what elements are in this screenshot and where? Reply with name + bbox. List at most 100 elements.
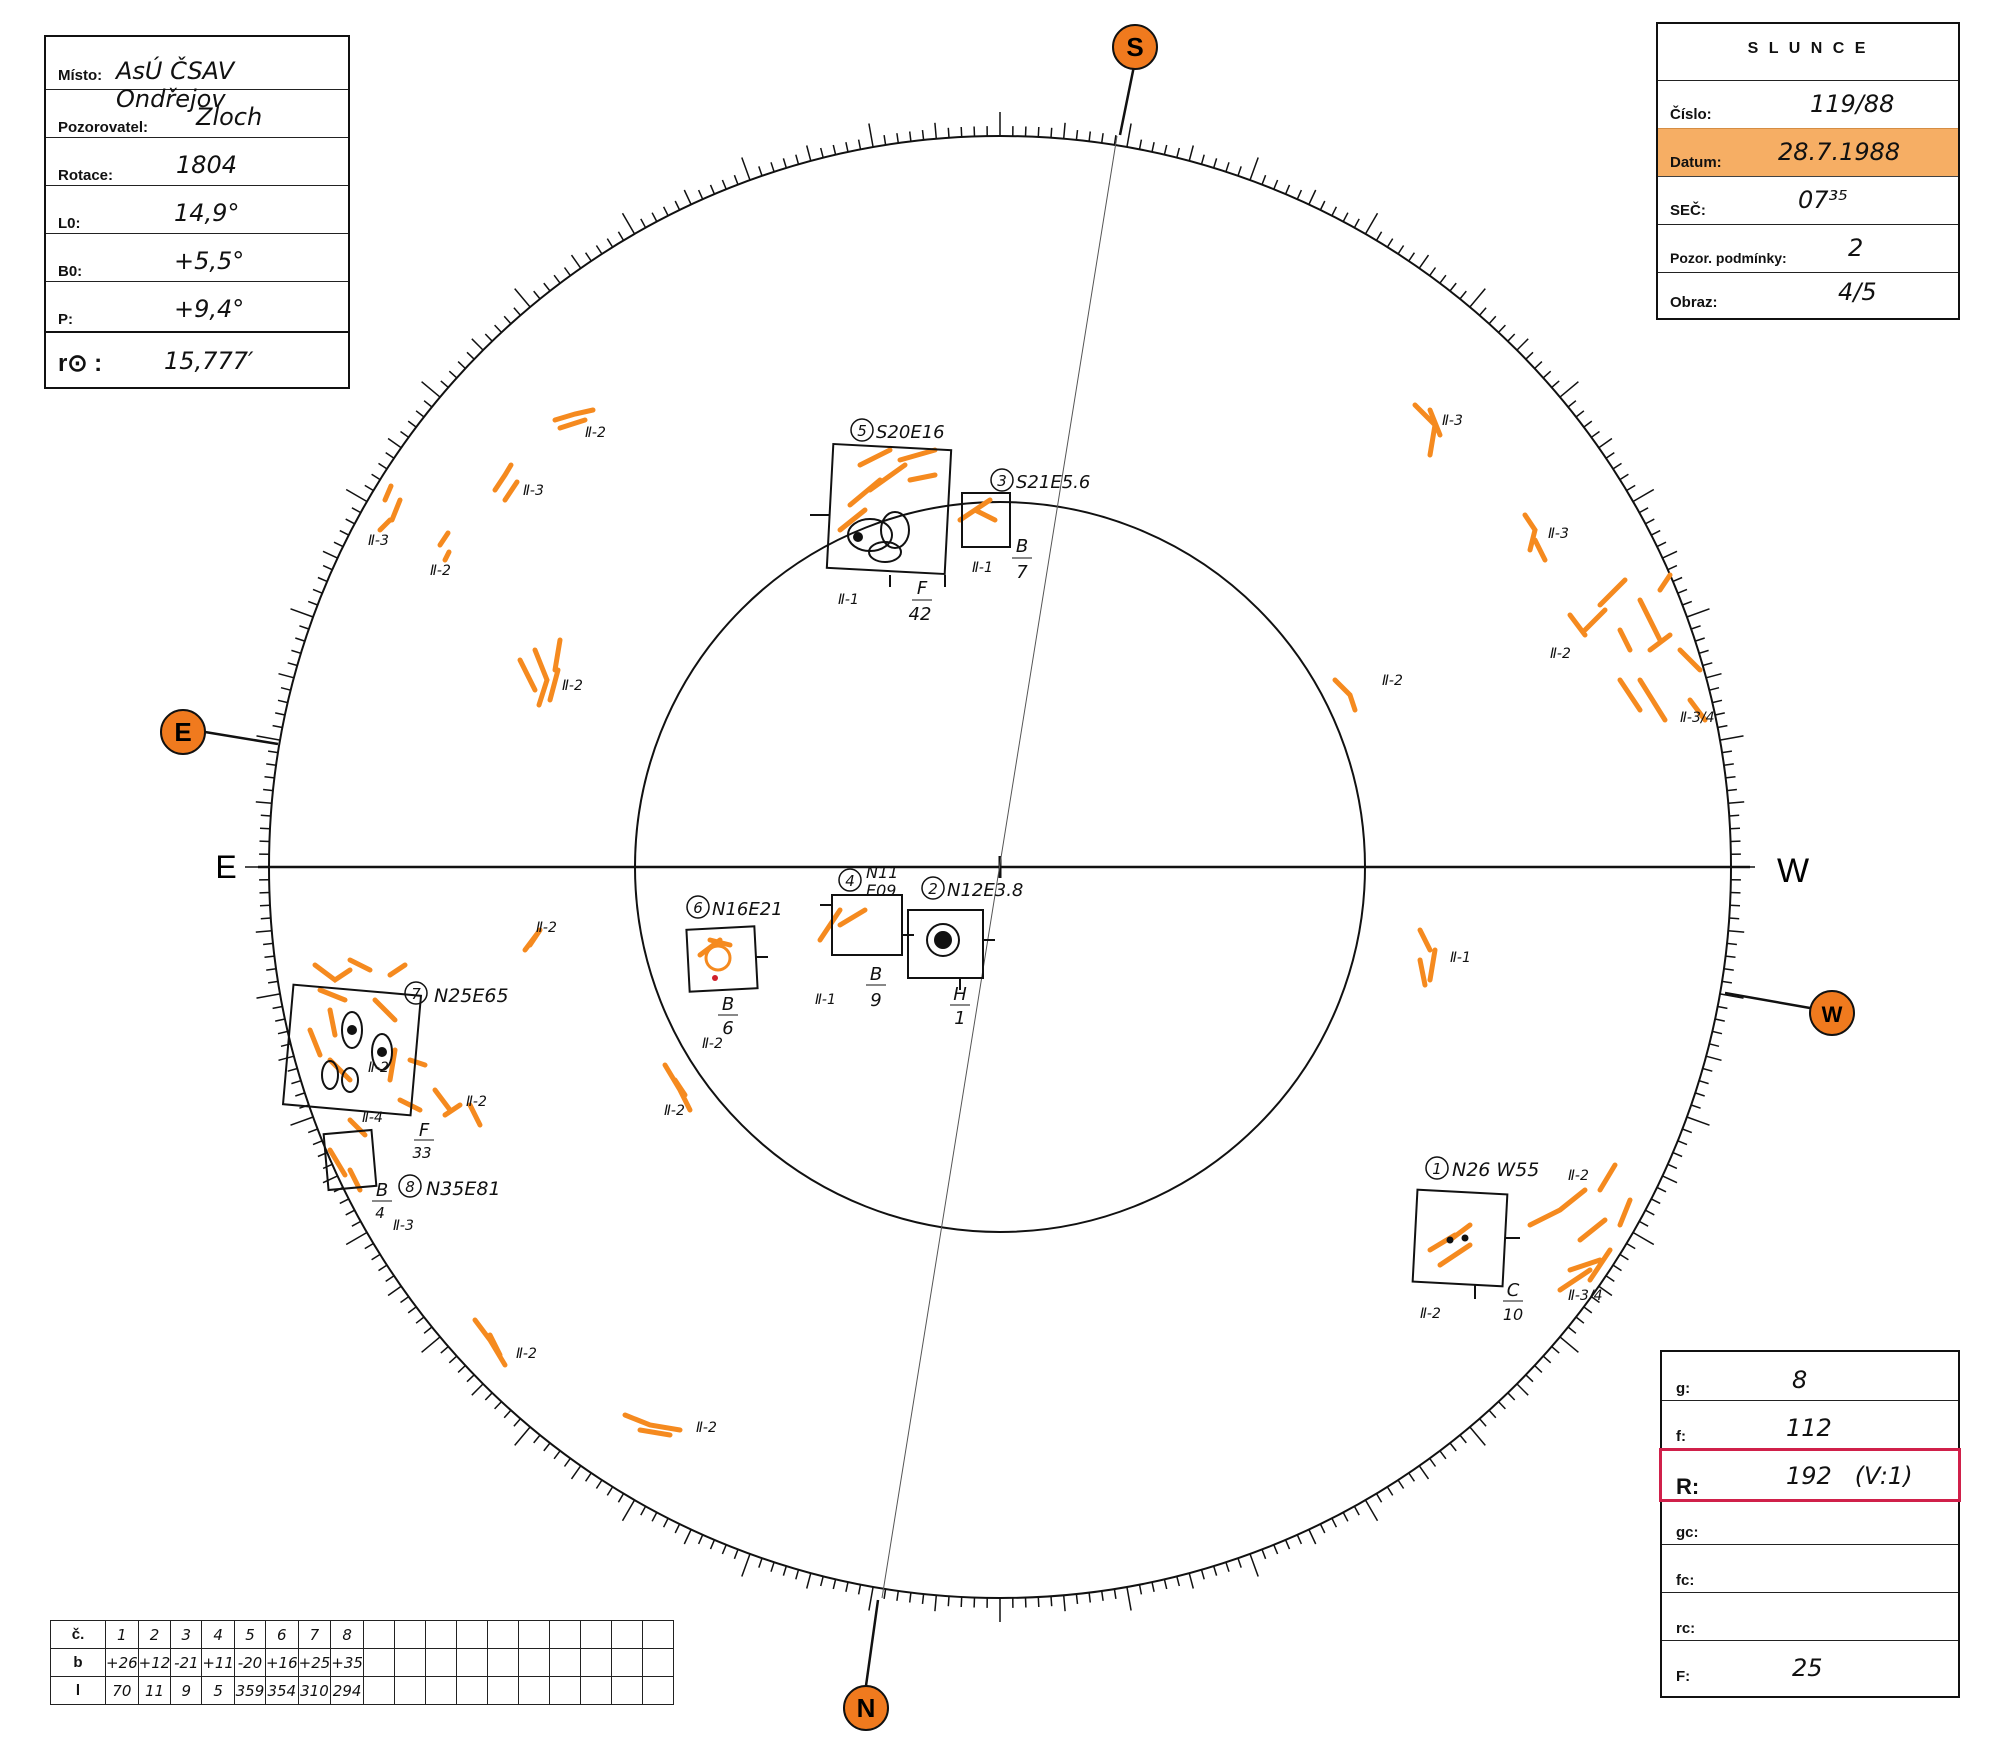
limb-tick (494, 324, 503, 333)
limb-tick (1542, 370, 1552, 379)
limb-tick (683, 189, 692, 205)
table-cell (610, 1648, 643, 1677)
table-cell: 294 (330, 1676, 364, 1705)
limb-tick (1375, 231, 1383, 241)
table-cell: +25 (297, 1648, 332, 1677)
limb-tick (1690, 1104, 1701, 1109)
facula (837, 447, 938, 533)
limb-tick (1717, 724, 1728, 729)
table-cell: 5 (233, 1620, 266, 1649)
limb-tick (345, 488, 368, 503)
b0-label: B0: (58, 263, 83, 280)
p-value: +9,4° (174, 295, 245, 323)
limb-tick (1728, 929, 1745, 933)
limb-tick (709, 184, 716, 195)
limb-tick (1386, 238, 1394, 248)
limb-tick (387, 1285, 402, 1297)
limb-tick (1507, 333, 1516, 342)
limb-tick (264, 955, 275, 959)
limb-tick (553, 1450, 561, 1460)
sunspot-stats-box: g: 8 f: 112 R: 192 (V:1) gc: fc: rc: F: … (1659, 1350, 1961, 1698)
facula (432, 1087, 483, 1128)
F-value: 25 (1792, 1654, 1823, 1682)
group-box-2 (907, 909, 995, 990)
limb-tick (805, 145, 812, 162)
limb-tick (896, 1590, 900, 1601)
limb-tick (1656, 541, 1667, 548)
limb-tick (960, 126, 963, 138)
limb-tick (513, 1418, 521, 1427)
group-1-label: 1 N26 W55 C 10 Ⅱ-2 (1420, 1156, 1539, 1324)
facula (622, 1412, 683, 1438)
limb-tick (1296, 189, 1303, 200)
limb-tick (1725, 775, 1736, 779)
cislo-value: 119/88 (1810, 90, 1895, 118)
limb-tick (758, 1557, 763, 1568)
limb-tick (782, 158, 788, 169)
group-box-1 (1411, 1188, 1520, 1299)
south-pointer-line (1118, 65, 1136, 136)
limb-tick (1088, 131, 1092, 142)
facula (1332, 677, 1358, 713)
group-5-note: Ⅱ-1 (838, 592, 859, 608)
limb-tick (1212, 158, 1218, 169)
limb-tick (1459, 1434, 1467, 1444)
table-cell: +26 (105, 1648, 139, 1677)
limb-tick (457, 361, 466, 370)
table-cell: 359 (233, 1676, 266, 1705)
table-cell (424, 1648, 457, 1677)
table-cell (641, 1676, 674, 1705)
limb-tick (345, 1231, 368, 1246)
table-cell (641, 1620, 674, 1649)
limb-tick (339, 1198, 350, 1205)
limb-tick (770, 1561, 775, 1572)
limb-tick (1723, 967, 1734, 971)
limb-tick (1088, 1592, 1092, 1603)
limb-tick (1151, 1581, 1155, 1592)
rotace-value: 1804 (176, 151, 238, 179)
limb-tick (1188, 145, 1195, 162)
limb-tick (275, 712, 286, 716)
east-label: E (174, 717, 191, 747)
group-8-id: 8 (405, 1178, 415, 1196)
limb-tick (1709, 686, 1720, 691)
table-cell: 7 (297, 1620, 332, 1649)
limb-tick (259, 827, 271, 830)
r0-label: r⊙ : (58, 350, 103, 377)
table-cell (517, 1676, 550, 1705)
limb-tick (1598, 437, 1613, 449)
l0-value: 14,9° (174, 199, 240, 227)
l0-label: L0: (58, 215, 81, 232)
limb-tick (709, 1539, 716, 1550)
table-cell: 8 (330, 1620, 364, 1649)
limb-tick (563, 1457, 571, 1467)
group-1-id: 1 (1432, 1160, 1442, 1178)
limb-tick (1449, 1442, 1457, 1452)
limb-tick (845, 142, 849, 153)
limb-tick (1717, 1005, 1728, 1010)
limb-tick (1714, 1018, 1725, 1022)
limb-tick (317, 576, 328, 583)
limb-tick (1075, 130, 1079, 141)
limb-tick (1650, 1198, 1661, 1205)
limb-tick (322, 564, 333, 571)
limb-tick (1626, 1242, 1636, 1250)
table-cell (393, 1648, 426, 1677)
group-1-count: 10 (1503, 1305, 1523, 1324)
facula-label: Ⅱ-3 (1442, 413, 1463, 429)
limb-tick (1645, 518, 1655, 525)
pozorovatel-value: Zloch (196, 103, 263, 131)
limb-tick (947, 127, 950, 138)
group-6-id: 6 (693, 899, 703, 917)
limb-tick (1225, 162, 1230, 173)
table-cell: +16 (264, 1648, 299, 1677)
limb-tick (1331, 1517, 1338, 1528)
limb-tick (1261, 174, 1267, 185)
limb-tick (733, 1549, 739, 1560)
limb-tick (883, 134, 887, 146)
limb-tick (570, 1465, 582, 1480)
limb-tick (466, 1374, 475, 1383)
group-2-coords: N12E3.8 (947, 880, 1023, 901)
limb-tick (868, 1586, 874, 1611)
